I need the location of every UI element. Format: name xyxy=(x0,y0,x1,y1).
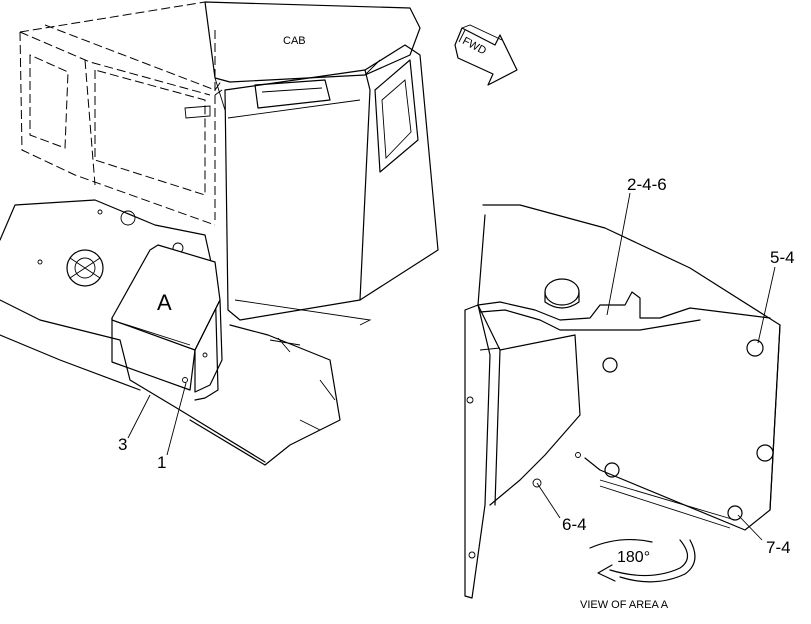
fwd-label: FWD xyxy=(460,35,488,57)
part-7-4-label: 7-4 xyxy=(766,538,791,557)
area-a-label: A xyxy=(157,290,172,315)
part-6-4-label: 6-4 xyxy=(562,515,587,534)
filler-cap xyxy=(544,278,580,306)
part-2-4-6-label: 2-4-6 xyxy=(627,175,667,194)
area-a-detail-view: 2-4-6 5-4 6-4 7-4 180° VIEW OF AREA A xyxy=(464,175,795,611)
part-5-4-label: 5-4 xyxy=(770,248,795,267)
cab-assembly: CAB xyxy=(19,1,439,466)
part-1-label: 1 xyxy=(157,453,166,472)
hydraulic-tank-assembly: A 1 3 xyxy=(0,199,266,472)
view-caption: VIEW OF AREA A xyxy=(580,599,669,611)
part-3-label: 3 xyxy=(118,435,127,454)
cover-area-a xyxy=(111,244,221,351)
fwd-arrow: FWD xyxy=(454,24,518,86)
rotation-label: 180° xyxy=(617,549,650,566)
rotation-arrow xyxy=(589,538,696,583)
cab-label: CAB xyxy=(283,35,306,47)
